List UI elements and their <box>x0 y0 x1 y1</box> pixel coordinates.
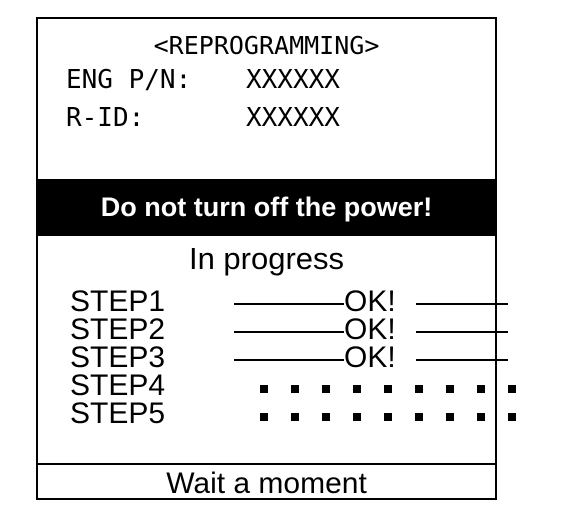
step-status-text: OK! <box>344 285 396 318</box>
step-status-ok: OK! <box>230 315 512 345</box>
pending-dot <box>291 413 299 421</box>
step-status-pending <box>260 399 520 429</box>
step-name: STEP1 <box>70 285 166 318</box>
rid-label: R-ID: <box>66 103 145 133</box>
power-warning-banner: Do not turn off the power! <box>38 179 495 236</box>
pending-dot <box>446 413 454 421</box>
rid-value: XXXXXX <box>246 103 340 133</box>
status-line-right <box>416 359 508 361</box>
step-status-pending <box>260 371 520 401</box>
status-line-left <box>234 303 344 305</box>
pending-dot <box>322 385 330 393</box>
status-line-left <box>234 359 344 361</box>
step-name: STEP2 <box>70 313 166 346</box>
status-line-right <box>416 331 508 333</box>
status-line-right <box>416 303 508 305</box>
pending-dot <box>260 385 268 393</box>
step-status-ok: OK! <box>230 343 512 373</box>
pending-dot <box>477 385 485 393</box>
pending-dot <box>477 413 485 421</box>
step-row: STEP4 <box>70 369 516 402</box>
step-row: STEP2 OK! <box>70 313 508 346</box>
pending-dot <box>415 385 423 393</box>
eng-pn-value: XXXXXX <box>246 65 340 95</box>
pending-dot <box>384 385 392 393</box>
pending-dot <box>446 385 454 393</box>
step-name: STEP4 <box>70 369 166 402</box>
reprogramming-screen: <REPROGRAMMING> ENG P/N: XXXXXX R-ID: XXXX… <box>36 17 516 500</box>
step-status-text: OK! <box>344 313 396 346</box>
step-status-ok: OK! <box>230 287 512 317</box>
pending-dot <box>353 413 361 421</box>
pending-dot <box>415 413 423 421</box>
step-status-text: OK! <box>344 341 396 374</box>
status-footer: Wait a moment <box>38 463 495 500</box>
progress-title: In progress <box>188 241 345 276</box>
footer-text: Wait a moment <box>166 467 367 500</box>
step-row: STEP3 OK! <box>70 341 508 374</box>
step-name: STEP5 <box>70 397 166 430</box>
screen-title: <REPROGRAMMING> <box>153 31 380 60</box>
step-row: STEP1 OK! <box>70 285 508 318</box>
pending-dot <box>322 413 330 421</box>
power-warning-text: Do not turn off the power! <box>100 192 433 222</box>
step-name: STEP3 <box>70 341 166 374</box>
status-line-left <box>234 331 344 333</box>
pending-dot <box>508 413 516 421</box>
pending-dot <box>508 385 516 393</box>
eng-pn-row: ENG P/N: XXXXXX <box>66 65 340 95</box>
step-row: STEP5 <box>70 397 516 430</box>
pending-dot <box>353 385 361 393</box>
eng-pn-label: ENG P/N: <box>66 65 192 95</box>
pending-dot <box>260 413 268 421</box>
rid-row: R-ID: XXXXXX <box>66 103 340 133</box>
pending-dot <box>291 385 299 393</box>
pending-dot <box>384 413 392 421</box>
